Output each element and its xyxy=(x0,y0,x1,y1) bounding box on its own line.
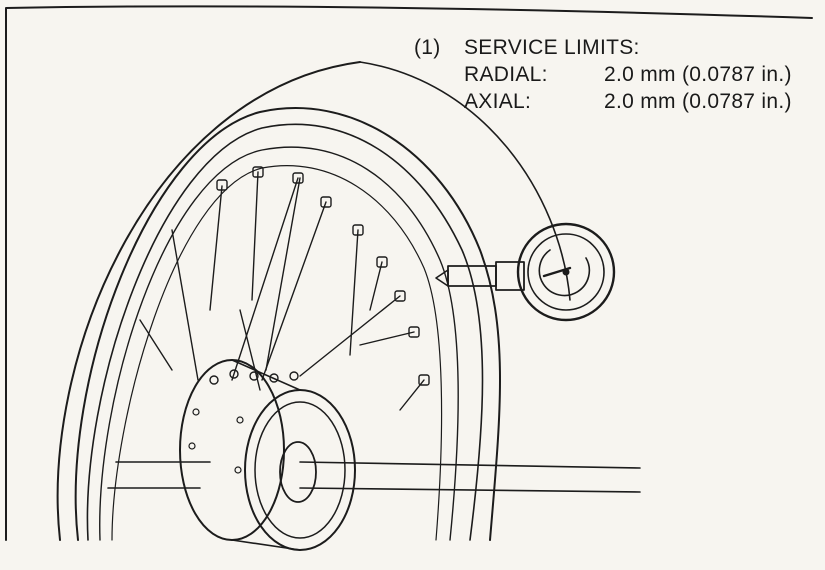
spokes-icon xyxy=(139,171,425,411)
frame-border xyxy=(5,5,813,541)
callout-title: SERVICE LIMITS: xyxy=(464,36,640,59)
limit-value: 2.0 mm (0.0787 in.) xyxy=(604,90,792,113)
dial-indicator-icon xyxy=(435,222,616,322)
spoke-nipples-icon xyxy=(216,166,430,386)
tire-icon xyxy=(56,61,571,541)
limit-row-axial: AXIAL: 2.0 mm (0.0787 in.) xyxy=(464,88,792,115)
service-limits-callout: (1) SERVICE LIMITS: RADIAL: 2.0 mm (0.07… xyxy=(414,34,792,115)
limit-row-radial: RADIAL: 2.0 mm (0.0787 in.) xyxy=(464,61,792,88)
limit-value: 2.0 mm (0.0787 in.) xyxy=(604,63,792,86)
callout-number: (1) xyxy=(414,36,441,59)
hub-icon xyxy=(179,359,356,551)
axle-icon xyxy=(107,461,641,493)
limit-label: RADIAL: xyxy=(464,63,548,86)
limit-label: AXIAL: xyxy=(464,90,532,113)
